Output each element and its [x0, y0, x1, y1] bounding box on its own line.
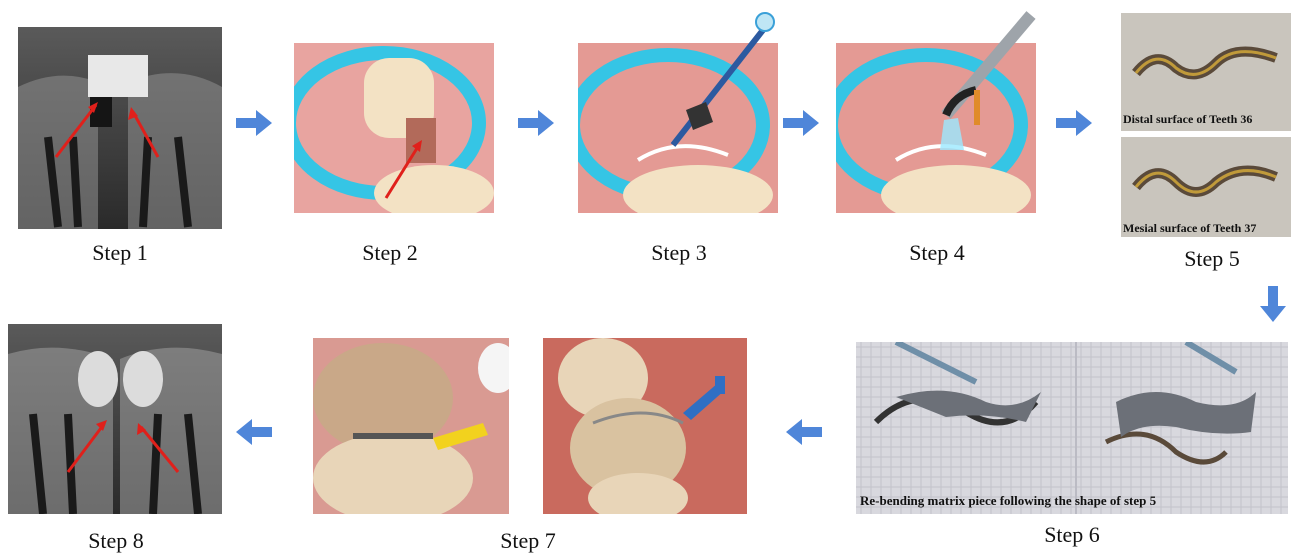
flow-arrow-right-4 — [1056, 110, 1092, 136]
step4-label: Step 4 — [857, 240, 1017, 266]
flow-arrow-down — [1260, 286, 1286, 322]
step2-label: Step 2 — [310, 240, 470, 266]
step2-photo — [294, 43, 494, 213]
step5-label: Step 5 — [1132, 246, 1292, 272]
step4-photo — [836, 10, 1036, 213]
step7-photo-right — [543, 338, 747, 514]
rebending-caption: Re-bending matrix piece following the sh… — [860, 493, 1156, 509]
distal-surface-caption: Distal surface of Teeth 36 — [1123, 112, 1252, 127]
step7-photo-left — [313, 338, 509, 514]
step6-photo — [856, 342, 1288, 514]
flow-arrow-right-1 — [236, 110, 272, 136]
step8-label: Step 8 — [36, 528, 196, 554]
step1-radiograph — [18, 27, 222, 229]
step6-label: Step 6 — [992, 522, 1152, 548]
step3-label: Step 3 — [599, 240, 759, 266]
flow-arrow-left-2 — [236, 419, 272, 445]
step1-label: Step 1 — [40, 240, 200, 266]
step8-radiograph — [8, 324, 222, 514]
step7-label: Step 7 — [448, 528, 608, 554]
mesial-surface-caption: Mesial surface of Teeth 37 — [1123, 221, 1256, 236]
flow-arrow-right-2 — [518, 110, 554, 136]
flow-arrow-left-1 — [786, 419, 822, 445]
step3-photo — [578, 10, 778, 213]
flow-arrow-right-3 — [783, 110, 819, 136]
